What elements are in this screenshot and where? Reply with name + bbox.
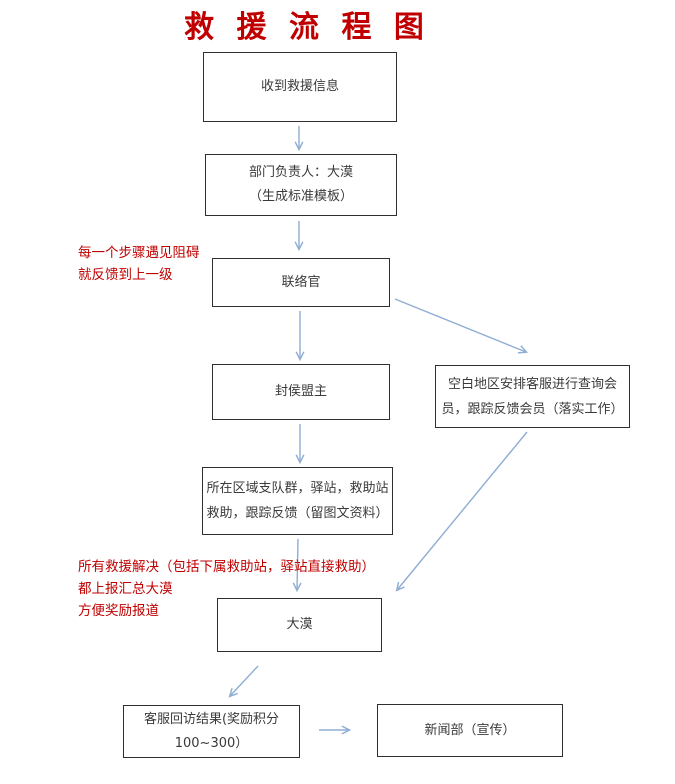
flow-box-region: 所在区域支队群，驿站，救助站 救助，跟踪反馈（留图文资料） [202,467,393,535]
flow-box-blank-area-line2: 员，跟踪反馈会员（落实工作） [441,401,624,417]
arrow-region-to-damo [292,538,302,593]
annotation-feedback-line2: 就反馈到上一级 [78,267,173,283]
annotation-report-line3: 方便奖励报道 [78,603,159,619]
page-title: 救 援 流 程 图 [184,10,430,45]
flow-box-news: 新闻部（宣传） [377,704,563,757]
annotation-feedback-line1: 每一个步骤遇见阻碍 [78,245,200,261]
flow-box-leader: 部门负责人：大漠 （生成标准模板） [205,154,397,216]
flow-box-news-label: 新闻部（宣传） [424,722,516,738]
flow-box-callback: 客服回访结果(奖励积分 100~300） [123,705,300,758]
flow-box-receive-label: 收到救援信息 [260,79,339,94]
flow-box-liaison: 联络官 [212,258,390,307]
arrow-liaison-to-blank-area [394,298,528,354]
flow-box-callback-line1: 客服回访结果(奖励积分 [143,711,280,727]
flow-box-region-line2: 救助，跟踪反馈（留图文资料） [206,506,389,521]
arrow-damo-to-callback [228,665,259,698]
flow-box-receive: 收到救援信息 [203,52,397,122]
flow-box-leader-line1: 部门负责人：大漠 [248,165,353,180]
arrow-blank-area-to-damo [395,431,528,592]
flow-box-liaison-label: 联络官 [281,274,321,290]
annotation-report-line1: 所有救援解决（包括下属救助站，驿站直接救助） [78,559,375,575]
flow-box-fenghou: 封侯盟主 [212,364,390,420]
flow-box-blank-area: 空白地区安排客服进行查询会 员，跟踪反馈会员（落实工作） [435,365,630,428]
flow-box-region-line1: 所在区域支队群，驿站，救助站 [206,481,389,496]
annotation-feedback: 每一个步骤遇见阻碍 就反馈到上一级 [78,242,200,286]
annotation-report: 所有救援解决（包括下属救助站，驿站直接救助） 都上报汇总大漠 方便奖励报道 [78,556,375,622]
flow-box-damo: 大漠 [217,598,382,652]
flow-box-callback-line2: 100~300） [174,735,249,751]
annotation-report-line2: 都上报汇总大漠 [78,581,173,597]
flow-box-leader-line2: （生成标准模板） [248,189,353,204]
flow-box-damo-label: 大漠 [286,617,313,632]
flow-box-blank-area-line1: 空白地区安排客服进行查询会 [447,376,617,392]
flow-box-fenghou-text: 封侯盟主 [274,384,327,399]
